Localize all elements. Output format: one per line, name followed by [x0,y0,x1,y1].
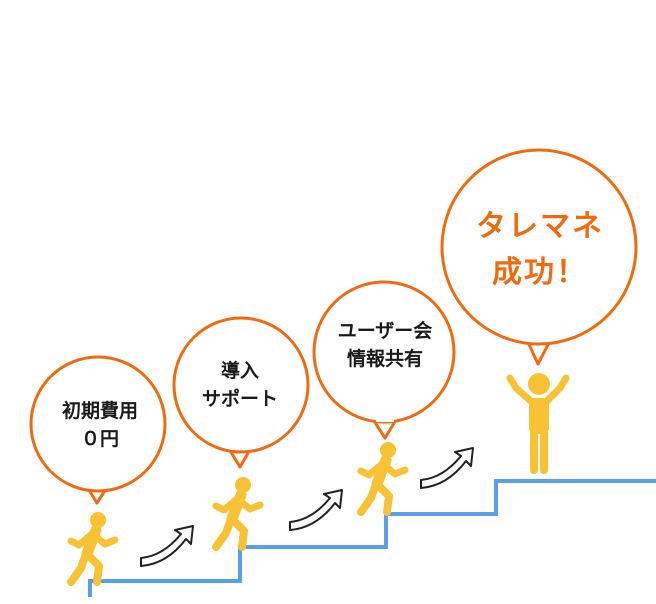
step-arrow-2 [289,489,343,531]
step-1-line-1: 初期費用 [61,400,138,422]
speech-bubble-1 [29,355,167,505]
step-3-line-2: 情報共有 [346,348,423,370]
step-2-line-2: サポート [201,388,278,410]
runner-figure-3 [361,442,405,512]
goal-line-1: タレマネ [476,209,604,244]
runner-figure-2 [216,477,260,547]
goal-label: タレマネ 成功！ [450,195,630,305]
step-1-label: 初期費用 ０円 [40,385,160,465]
step-arrow-3 [420,447,474,489]
speech-bubble-3 [312,280,456,440]
goal-line-2: 成功！ [492,255,588,290]
step-arrow-1 [140,525,194,567]
goal-speech-bubble [440,148,638,366]
step-3-label: ユーザー会 情報共有 [320,300,450,390]
staircase-line [88,479,656,597]
step-2-label: 導入 サポート [180,345,300,425]
step-2-line-1: 導入 [220,360,259,382]
speech-bubble-2 [172,316,310,469]
runner-figure-1 [71,512,115,582]
step-3-line-1: ユーザー会 [337,320,433,342]
goal-figure [506,373,570,474]
step-1-line-2: ０円 [80,428,119,450]
